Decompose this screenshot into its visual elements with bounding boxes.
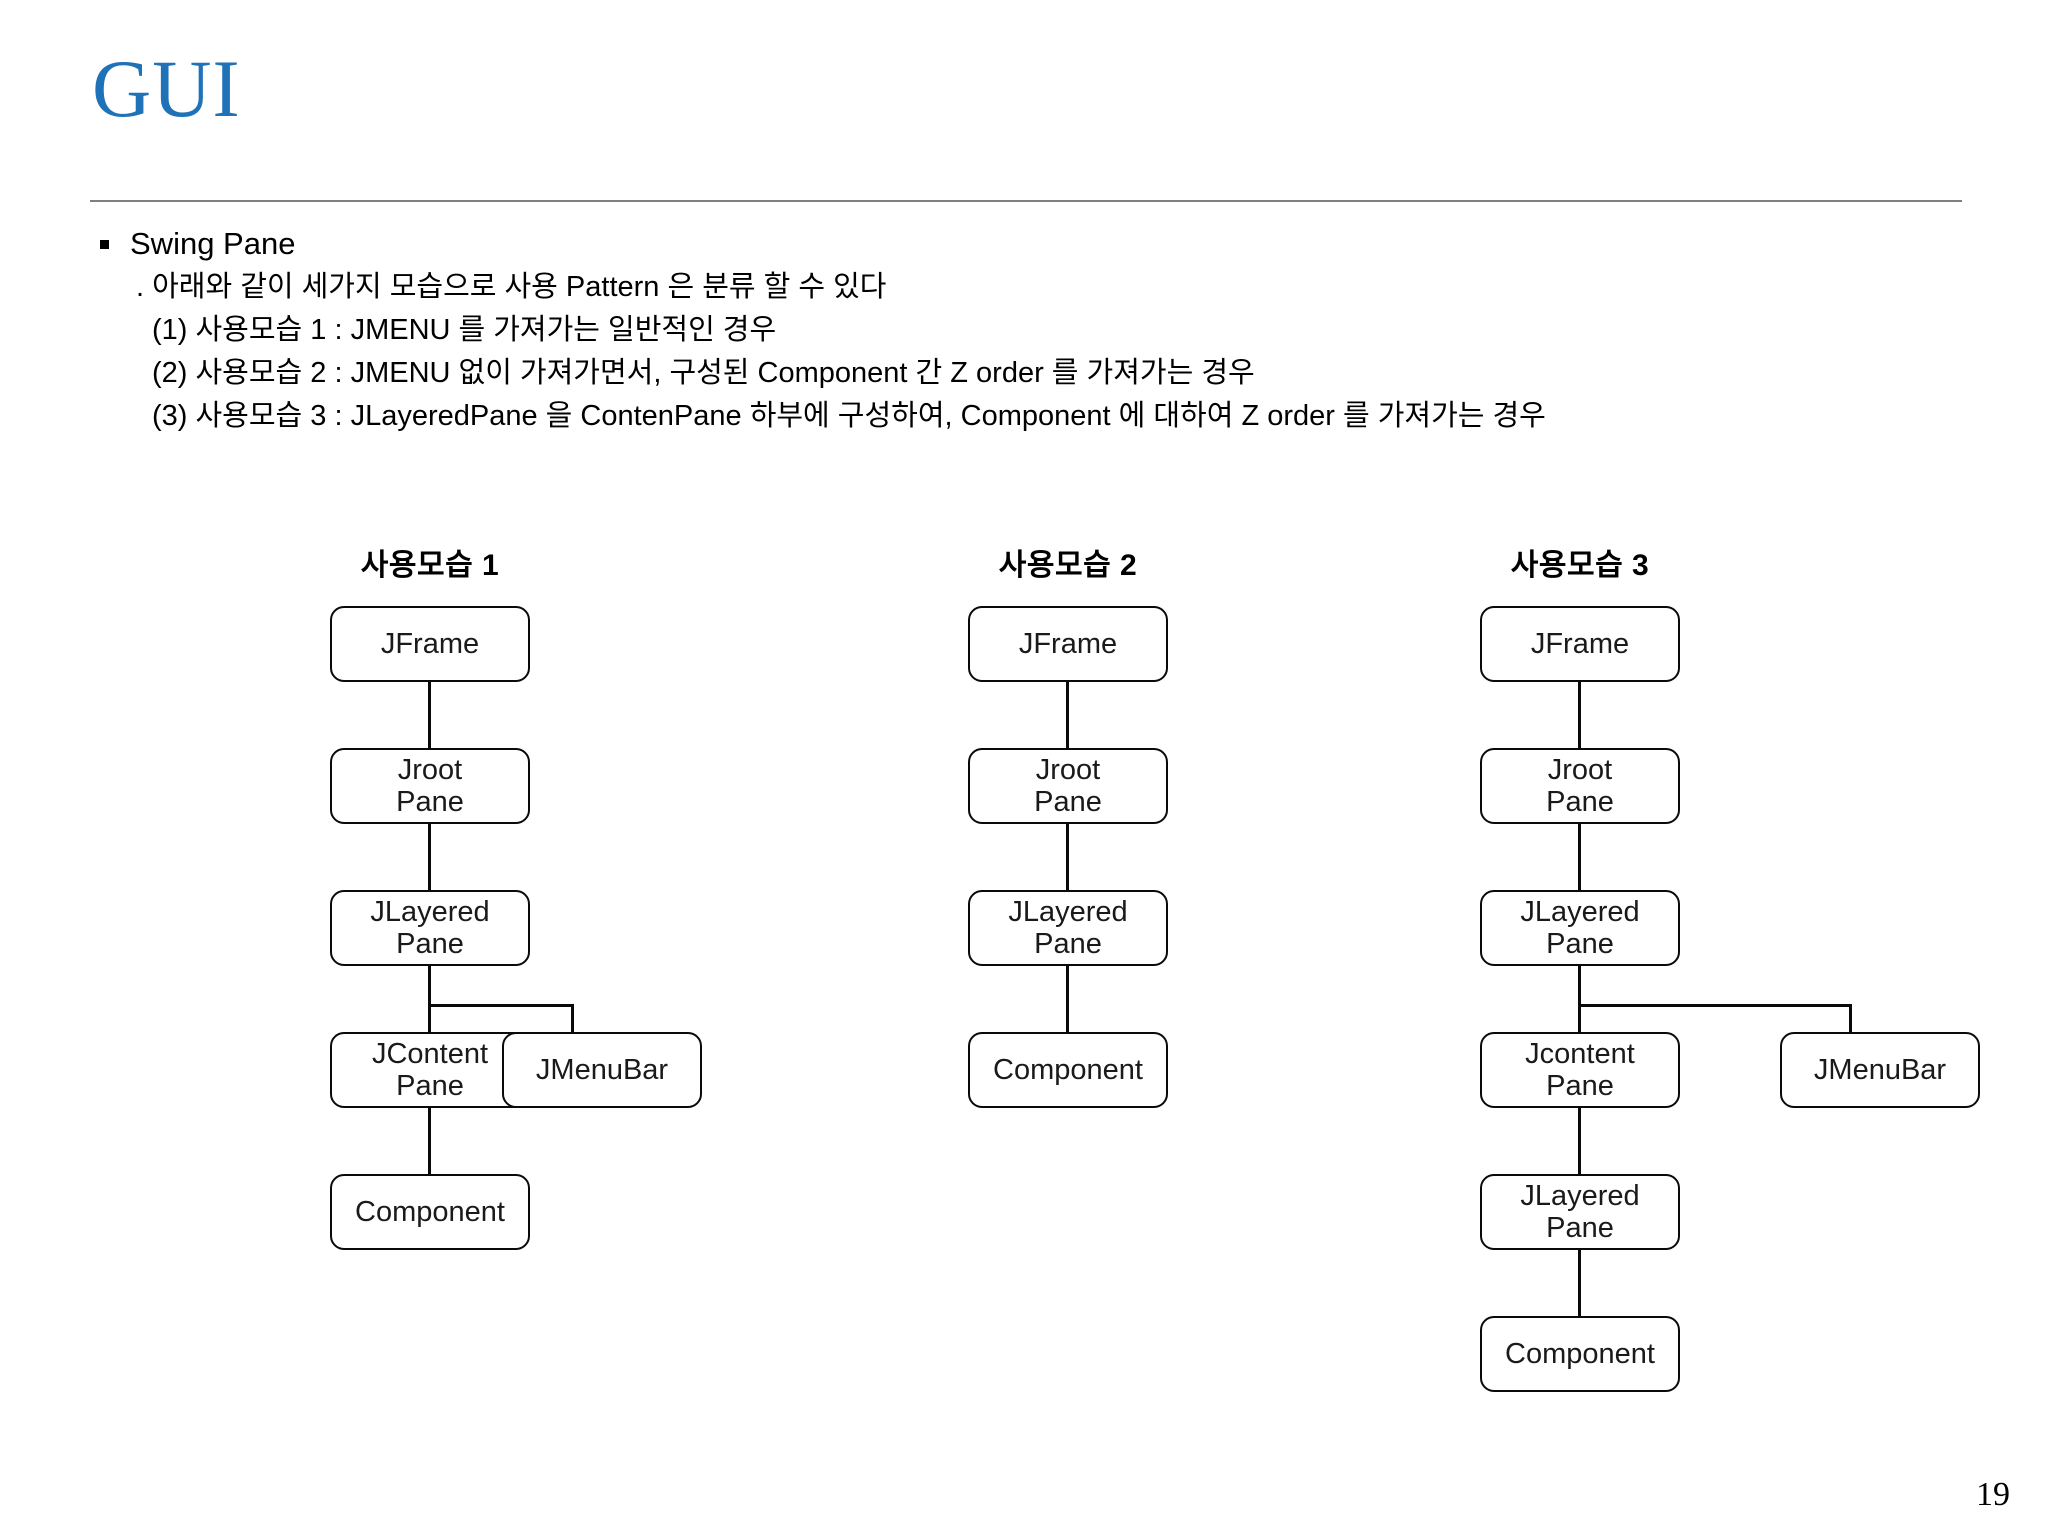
connector-jframe-jroot-col2	[1066, 682, 1069, 748]
connector-jcontent-jlayered2-col3	[1578, 1108, 1581, 1174]
node-label: JFrame	[1018, 628, 1118, 660]
node-jlayeredpane-col2[interactable]: JLayered Pane	[968, 890, 1168, 966]
connector-jroot-jlayered-col3	[1578, 824, 1581, 890]
connector-branch-jmenubar-col1	[571, 1004, 574, 1036]
node-label: Component	[1505, 1338, 1655, 1370]
node-label: Jroot Pane	[396, 754, 464, 818]
node-jmenubar-col1[interactable]: JMenuBar	[502, 1032, 702, 1108]
connector-jroot-jlayered-col1	[428, 824, 431, 890]
connector-jlayered2-component-col3	[1578, 1250, 1581, 1316]
connector-jlayered-down-col3	[1578, 966, 1581, 1032]
node-component-col3[interactable]: Component	[1480, 1316, 1680, 1392]
node-label: Component	[355, 1196, 505, 1228]
connector-jroot-jlayered-col2	[1066, 824, 1069, 890]
node-label: JContent Pane	[371, 1038, 489, 1102]
node-jlayeredpane-col3[interactable]: JLayered Pane	[1480, 890, 1680, 966]
node-label: JFrame	[380, 628, 480, 660]
node-label: JLayered Pane	[370, 896, 490, 960]
body-line-2: (1) 사용모습 1 : JMENU 를 가져가는 일반적인 경우	[152, 314, 777, 346]
node-jcontentpane-col3[interactable]: Jcontent Pane	[1480, 1032, 1680, 1108]
node-jframe-col1[interactable]: JFrame	[330, 606, 530, 682]
connector-jframe-jroot-col3	[1578, 682, 1581, 748]
node-label: JFrame	[1530, 628, 1630, 660]
body-text-block: Swing Pane . 아래와 같이 세가지 모습으로 사용 Pattern …	[100, 222, 1900, 438]
node-component-col1[interactable]: Component	[330, 1174, 530, 1250]
node-label: JMenuBar	[535, 1054, 669, 1086]
node-jframe-col3[interactable]: JFrame	[1480, 606, 1680, 682]
page-number: 19	[1976, 1476, 2010, 1513]
node-label: Jcontent Pane	[1525, 1038, 1635, 1102]
node-label: Component	[993, 1054, 1143, 1086]
connector-branch-horizontal-col3	[1578, 1004, 1852, 1007]
node-label: JLayered Pane	[1008, 896, 1128, 960]
connector-jlayered-component-col2	[1066, 966, 1069, 1032]
node-label: JLayered Pane	[1520, 896, 1640, 960]
node-jframe-col2[interactable]: JFrame	[968, 606, 1168, 682]
diagram-column-3-header: 사용모습 3	[1510, 549, 1650, 582]
node-label: Jroot Pane	[1546, 754, 1614, 818]
node-jrootpane-col2[interactable]: Jroot Pane	[968, 748, 1168, 824]
square-bullet-icon	[100, 240, 109, 249]
bullet-swing-pane: Swing Pane	[100, 222, 1900, 266]
node-jlayeredpane2-col3[interactable]: JLayered Pane	[1480, 1174, 1680, 1250]
node-jrootpane-col3[interactable]: Jroot Pane	[1480, 748, 1680, 824]
node-label: JMenuBar	[1813, 1054, 1947, 1086]
connector-branch-jmenubar-col3	[1849, 1004, 1852, 1036]
body-line-3: (2) 사용모습 2 : JMENU 없이 가져가면서, 구성된 Compone…	[152, 357, 1255, 389]
node-jcontentpane-col1[interactable]: JContent Pane	[330, 1032, 530, 1108]
connector-jlayered-down-col1	[428, 966, 431, 1032]
node-jmenubar-col3[interactable]: JMenuBar	[1780, 1032, 1980, 1108]
connector-jcontent-component-col1	[428, 1108, 431, 1174]
node-jrootpane-col1[interactable]: Jroot Pane	[330, 748, 530, 824]
connector-branch-horizontal-col1	[428, 1004, 574, 1007]
bullet-swing-pane-label: Swing Pane	[130, 226, 296, 261]
swing-pane-diagram: 사용모습 1 JFrame Jroot Pane JLayered Pane J…	[0, 520, 2048, 1440]
diagram-column-2-header: 사용모습 2	[998, 549, 1138, 582]
node-label: JLayered Pane	[1520, 1180, 1640, 1244]
page-title: GUI	[92, 43, 241, 134]
node-jlayeredpane-col1[interactable]: JLayered Pane	[330, 890, 530, 966]
node-component-col2[interactable]: Component	[968, 1032, 1168, 1108]
title-divider	[90, 200, 1962, 202]
diagram-column-1-header: 사용모습 1	[360, 549, 500, 582]
node-label: Jroot Pane	[1034, 754, 1102, 818]
connector-jframe-jroot-col1	[428, 682, 431, 748]
body-line-4: (3) 사용모습 3 : JLayeredPane 을 ContenPane 하…	[152, 400, 1546, 432]
body-line-1: . 아래와 같이 세가지 모습으로 사용 Pattern 은 분류 할 수 있다	[136, 271, 887, 303]
